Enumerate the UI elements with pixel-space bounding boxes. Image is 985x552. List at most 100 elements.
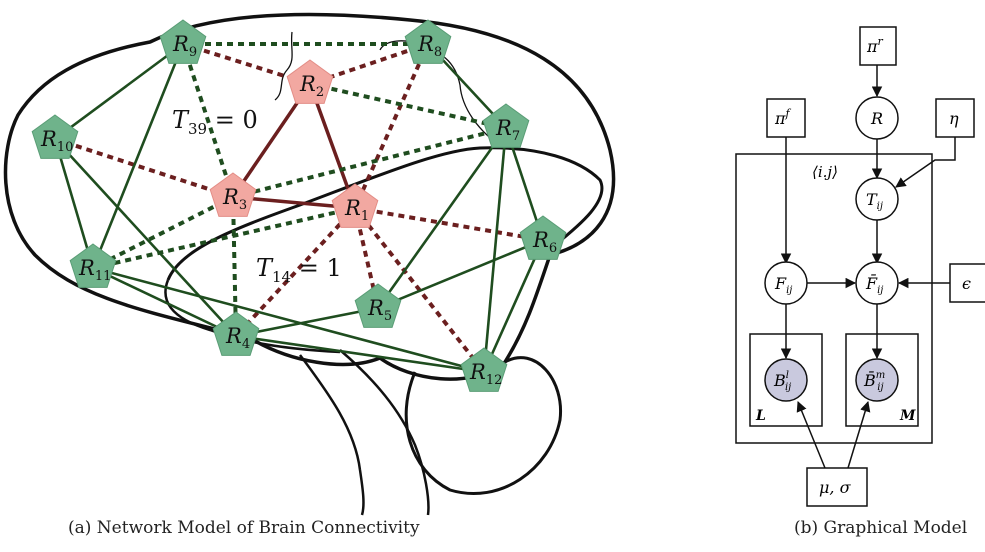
svg-text:Tij: Tij [866,190,883,212]
cerebellum-outline [404,356,563,495]
plate-ij-label: ⟨i.j⟩ [812,163,838,181]
region-label: R10 [40,127,73,155]
central-sulcus [274,31,293,101]
svg-text:B̄mij: B̄mij [863,369,885,393]
edge-R9-R11 [91,43,185,269]
region-node-r12: R12 [460,347,508,392]
region-node-r1: R1 [331,183,379,228]
region-label: R7 [495,116,520,144]
region-node-r9: R9 [159,19,207,64]
pi-r-node: πr [859,26,897,66]
region-shape [69,243,117,288]
t14-annotation: T14 = 1 [256,254,342,286]
edge-mu-Bbar [847,400,871,469]
edge-R10-R11 [53,138,95,269]
region-label: R12 [469,360,502,388]
svg-text:F̄ij: F̄ij [865,272,883,296]
graphical-model-panel: ⟨i.j⟩ L M πr πf η [735,26,985,507]
edge-eta-T [895,137,956,188]
region-label: R8 [417,32,442,60]
edge-mu-B [796,401,826,469]
edge-R5-R6 [377,238,544,310]
region-shape [460,347,508,392]
plate-ij [735,153,933,444]
F-node: Fij [764,261,808,305]
region-node-r10: R10 [31,114,79,159]
region-shape [354,283,402,328]
edge-R4-R5 [235,306,379,338]
svg-text:R: R [870,109,883,128]
edge-R11-R12 [92,266,485,374]
plate-M [845,333,919,427]
region-shape [209,172,257,217]
region-shape [159,19,207,64]
edge-R8-R1 [353,43,430,209]
eta-node: η [935,98,975,138]
t39-annotation: T39 = 0 [172,106,258,138]
edge-R5-R7 [376,127,508,309]
region-node-r4: R4 [212,311,260,356]
region-label: R6 [532,228,557,256]
region-node-r6: R6 [519,215,567,260]
F-bar-node: F̄ij [855,261,899,305]
region-label: R1 [344,196,369,224]
pi-f-node: πf [766,98,806,138]
edge-R9-R3 [181,43,235,198]
region-shape [482,103,530,148]
mu-sigma-node: μ, σ [806,467,868,507]
edge-R1-R6 [354,206,544,242]
caption-graphical-model: (b) Graphical Model [794,518,968,538]
svg-text:πr: πr [866,35,884,56]
edge-R10-R3 [54,137,234,199]
region-label: R3 [222,185,247,213]
region-shape [286,59,334,104]
T-node: Tij [855,177,899,221]
svg-text:μ, σ: μ, σ [819,478,852,497]
gm-edges [780,65,956,469]
temporal-lobe-outline [166,146,604,281]
brain-outline [3,12,616,381]
plate-M-label: M [899,408,916,424]
region-node-r5: R5 [354,283,402,328]
edge-R10-R4 [54,138,237,337]
region-label: R5 [367,296,392,324]
region-node-r11: R11 [69,243,117,288]
edge-R9-R10 [54,42,184,141]
region-shape [519,215,567,260]
edge-R6-R12 [482,239,545,373]
svg-text:πf: πf [774,107,792,128]
edge-R2-R7 [309,82,507,130]
edge-R1-R4 [234,206,357,338]
svg-text:η: η [949,109,959,128]
region-shape [331,183,379,228]
svg-text:ϵ: ϵ [962,274,971,293]
region-label: R9 [172,32,197,60]
region-node-r8: R8 [404,19,452,64]
region-node-r2: R2 [286,59,334,104]
region-label: R11 [78,256,111,284]
edge-R11-R1 [92,206,356,270]
edge-R7-R12 [482,127,508,373]
edge-R3-R11 [92,195,234,270]
region-shape [212,311,260,356]
plate-L-label: L [755,408,766,424]
region-shape [404,19,452,64]
brainstem-outline [298,349,430,516]
caption-network-model: (a) Network Model of Brain Connectivity [68,518,420,538]
region-label: R4 [225,324,250,352]
region-node-r3: R3 [209,172,257,217]
region-label: R2 [299,72,324,100]
region-node-r7: R7 [482,103,530,148]
region-shape [31,114,79,159]
edge-R1-R2 [308,83,357,209]
epsilon-node: ϵ [949,263,985,303]
svg-text:Fij: Fij [774,274,792,296]
edge-R4-R12 [235,334,485,374]
R-node: R [855,96,899,140]
